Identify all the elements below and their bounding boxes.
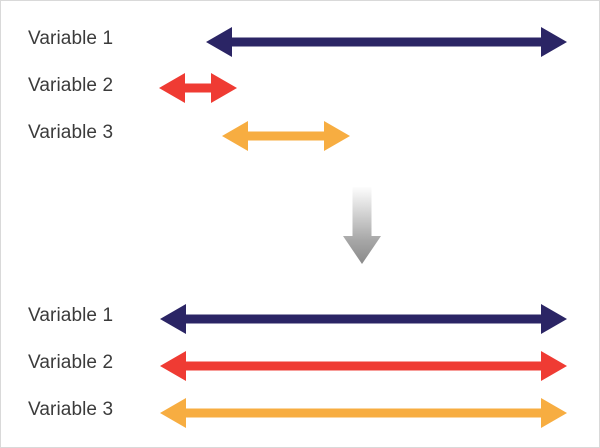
after-arrow-variable-3-icon: [160, 398, 567, 428]
arrow-shape: [160, 304, 567, 334]
after-label-variable-3: Variable 3: [28, 399, 114, 420]
arrow-shape: [160, 398, 567, 428]
arrow-shape: [160, 351, 567, 381]
before-arrow-variable-1-icon: [206, 27, 567, 57]
before-label-variable-3: Variable 3: [28, 122, 114, 143]
before-arrow-variable-3-icon: [222, 121, 350, 151]
after-label-variable-2: Variable 2: [28, 352, 114, 373]
down-arrow-gradient-icon: [343, 187, 381, 264]
before-label-variable-2: Variable 2: [28, 75, 114, 96]
before-arrow-variable-2-icon: [159, 73, 237, 103]
arrow-shape: [222, 121, 350, 151]
after-arrow-variable-2-icon: [160, 351, 567, 381]
arrow-shape: [159, 73, 237, 103]
arrow-shape: [343, 187, 381, 264]
before-label-variable-1: Variable 1: [28, 28, 114, 49]
arrow-shape: [206, 27, 567, 57]
after-label-variable-1: Variable 1: [28, 305, 114, 326]
after-arrow-variable-1-icon: [160, 304, 567, 334]
